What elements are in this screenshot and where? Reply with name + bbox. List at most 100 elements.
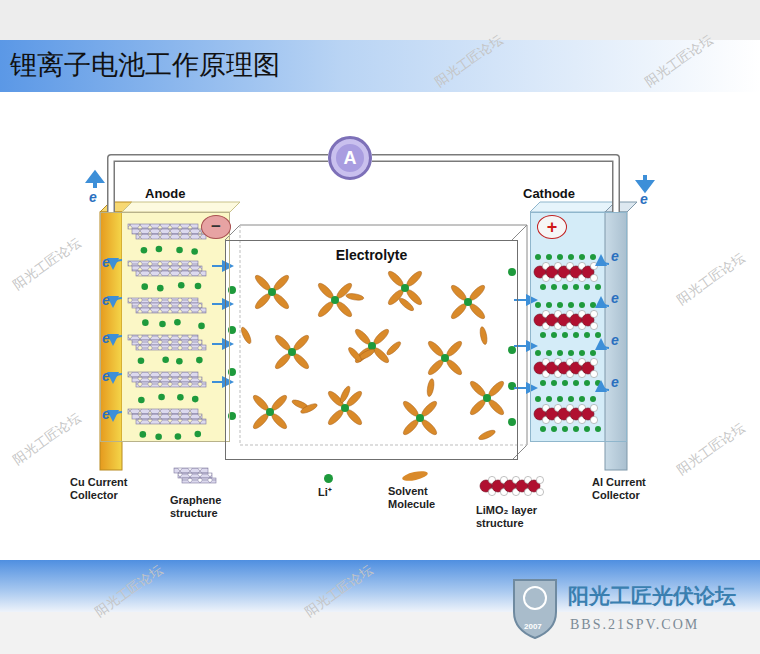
li-ion [341,404,349,412]
logo-text: 2007 [524,622,542,631]
li-ion [535,302,541,308]
li-ion [508,346,516,354]
li-ion [540,332,546,338]
electrode-panel: Anode− [100,212,230,442]
li-ion [535,254,541,260]
particles [113,224,609,496]
li-ion [573,284,579,290]
li-ion [142,319,149,326]
li-ion [546,396,552,402]
li-ion [141,283,148,290]
electron-label: e [89,189,97,205]
li-ion [178,282,185,289]
cathode-fill [530,212,605,442]
polarity-circle: − [201,215,231,239]
al-collector-top [605,202,637,212]
electron-label: e [102,368,110,384]
li-ion [579,350,585,356]
legend-item: Solvent Molecule [388,472,460,511]
li-ion [562,380,568,386]
graphene-sheet [136,234,206,239]
graphene-sheet [128,372,198,377]
li-ion [540,284,546,290]
node-text: + [538,217,566,237]
li-ion [175,433,182,440]
cathode-top-face [530,202,615,212]
top-band [0,0,760,40]
li-ion [196,357,203,364]
li-ion [590,302,596,308]
electron-flow-arrow [113,336,122,344]
li-ion [573,332,579,338]
li-ion [176,247,183,254]
part-label: Cu Current Collector [70,476,158,502]
li-ion [508,268,516,276]
li-ion [562,284,568,290]
li-ion [551,284,557,290]
wire [111,158,328,212]
solvent-molecule [338,385,351,404]
graphene-sheet [132,340,202,345]
title-band [0,40,760,92]
electron-label: e [102,254,110,270]
legend-text: Solvent Molecule [388,485,460,511]
graphene-sheet [132,377,202,382]
node-text: Cathode [523,186,575,201]
li-ion [562,426,568,432]
li-ion [540,380,546,386]
graphene-sample [182,478,216,483]
li-ion [595,284,601,290]
li-ion [573,426,579,432]
electron-label: e [611,290,619,306]
watermark: 阳光工匠论坛 [674,249,748,308]
li-ion [155,433,162,440]
solvent-molecule [478,428,497,441]
electron-flow-arrow [601,382,609,390]
li-ion [595,332,601,338]
electron-flow-arrow [601,298,609,306]
al-collector [605,212,627,470]
legend-swatch [324,474,333,483]
electron-label: e [102,292,110,308]
graphene-sheet [128,335,198,340]
li-ion [464,298,472,306]
ion-flow-arrow [212,303,232,305]
electron-arrow-down [639,175,651,190]
electron-flow-arrow [601,340,609,348]
li-ion [191,248,198,255]
li-ion [590,350,596,356]
graphene-sheet [136,382,206,387]
electrolyte-fill [225,240,512,460]
electron-label: e [611,248,619,264]
slide-title: 锂离子电池工作原理图 [10,47,280,83]
li-ion [551,426,557,432]
graphene-sheet [136,271,206,276]
electron-flow-arrow [113,374,122,382]
li-ion [138,357,145,364]
li-ion [268,288,276,296]
oxygen-atom [536,476,543,483]
oxygen-atom [536,488,543,495]
graphene-sheet [136,419,206,424]
li-ion [141,247,148,254]
wire-outline [372,158,616,212]
li-ion [595,426,601,432]
li-ion [441,354,449,362]
li-ion [579,396,585,402]
solvent-molecule [385,340,402,357]
li-ion [138,397,145,404]
electron-flow-arrow [113,260,122,268]
ammeter-circle: A [328,136,372,180]
oxygen-atom [590,322,597,329]
li-ion [159,321,166,328]
li-ion [546,350,552,356]
electron-label: e [102,330,110,346]
electron-label: e [102,406,110,422]
solvent-molecule [347,346,364,363]
wire [372,158,616,212]
li-ion [584,284,590,290]
oxygen-atom [590,370,597,377]
li-ion [194,431,201,438]
graphene-sheet [128,409,198,414]
